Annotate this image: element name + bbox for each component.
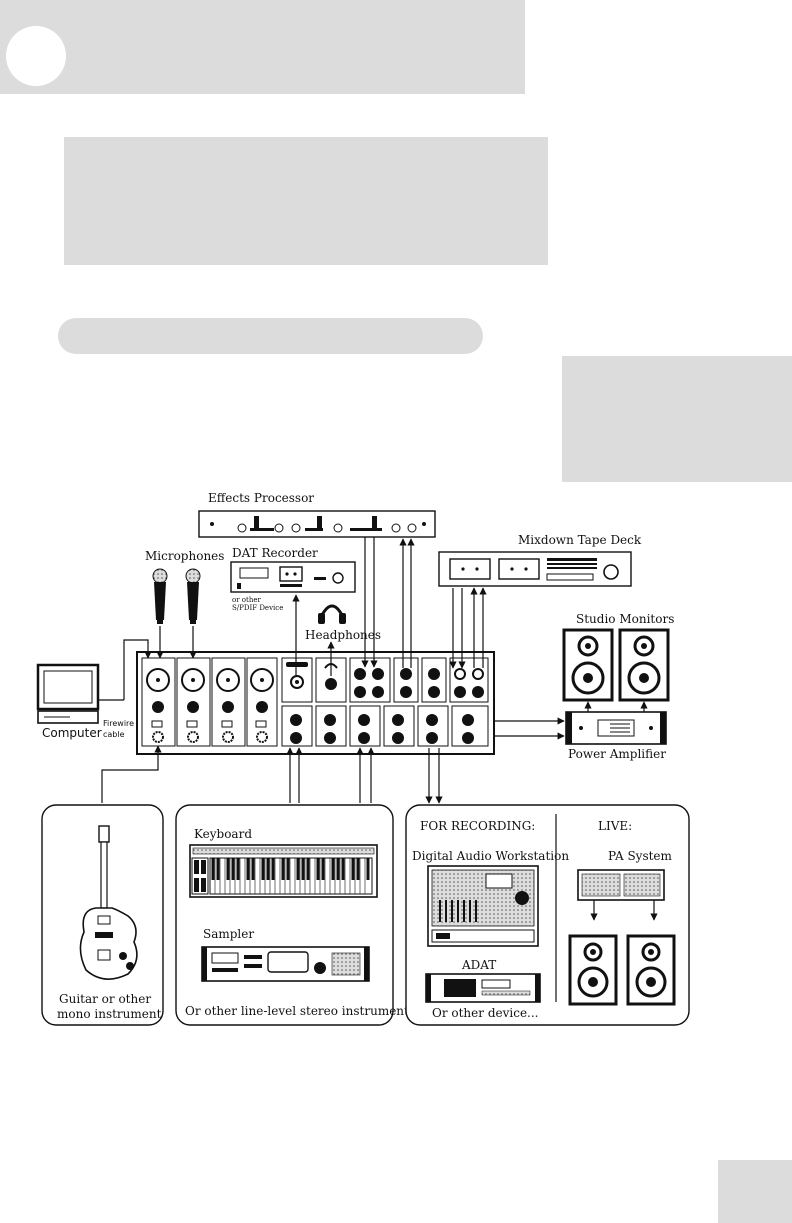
line-level-label: Or other line-level stereo instrument... bbox=[185, 1004, 420, 1018]
dat-recorder-label: DAT Recorder bbox=[232, 546, 318, 560]
mixdown-tape-deck-label: Mixdown Tape Deck bbox=[518, 533, 642, 547]
speaker-icon bbox=[562, 628, 614, 702]
mixdown-tape-deck bbox=[438, 551, 632, 587]
dat-note-line-1: or other bbox=[232, 596, 261, 604]
sampler-label: Sampler bbox=[203, 927, 254, 941]
computer-label: Computer bbox=[42, 726, 102, 740]
header-band bbox=[0, 0, 525, 94]
note-box bbox=[64, 137, 548, 265]
power-amplifier bbox=[565, 711, 667, 745]
mixer-line-inputs bbox=[281, 705, 489, 747]
section-pill bbox=[58, 318, 483, 354]
keyboard-icon bbox=[189, 844, 378, 898]
connection-diagram: Effects Processor Microphones DAT Record… bbox=[36, 491, 690, 1026]
sampler-icon bbox=[201, 946, 370, 982]
power-amplifier-label: Power Amplifier bbox=[568, 747, 666, 761]
live-label: LIVE: bbox=[598, 819, 632, 833]
guitar-panel bbox=[41, 804, 164, 1026]
adat-label: ADAT bbox=[461, 958, 496, 972]
studio-monitors-label: Studio Monitors bbox=[576, 612, 674, 626]
guitar-icon bbox=[79, 825, 138, 980]
speaker-icon bbox=[626, 934, 676, 1006]
firewire-label-line-1: Firewire bbox=[103, 719, 134, 728]
daw-label: Digital Audio Workstation bbox=[412, 849, 569, 863]
microphones-label: Microphones bbox=[145, 549, 224, 563]
other-device-label: Or other device... bbox=[432, 1006, 538, 1020]
effects-processor-label: Effects Processor bbox=[208, 491, 314, 505]
effects-processor bbox=[198, 510, 436, 538]
adat-icon bbox=[425, 973, 541, 1003]
guitar-label-line-1: Guitar or other bbox=[59, 992, 151, 1006]
side-note-box bbox=[562, 356, 792, 482]
microphone-icon bbox=[185, 568, 201, 624]
daw-icon bbox=[427, 865, 539, 947]
keyboard-label: Keyboard bbox=[194, 827, 252, 841]
firewire-label-line-2: cable bbox=[103, 730, 125, 739]
speaker-icon bbox=[568, 934, 618, 1006]
dat-note-line-2: S/PDIF Device bbox=[232, 604, 283, 612]
connection-lines bbox=[98, 537, 648, 804]
guitar-label-line-2: mono instrument bbox=[57, 1007, 162, 1021]
dat-recorder bbox=[230, 561, 356, 593]
mixer bbox=[136, 651, 495, 755]
page-corner-tab bbox=[718, 1160, 792, 1223]
microphone-icon bbox=[152, 568, 168, 624]
pa-system-label: PA System bbox=[608, 849, 673, 863]
headphones-icon bbox=[318, 604, 346, 624]
pa-system-icon bbox=[577, 869, 665, 901]
for-recording-label: FOR RECORDING: bbox=[420, 819, 535, 833]
chapter-circle bbox=[6, 26, 66, 86]
computer-icon bbox=[36, 663, 100, 724]
speaker-icon bbox=[618, 628, 670, 702]
output-panel bbox=[405, 804, 690, 1026]
headphones-label: Headphones bbox=[305, 628, 381, 642]
